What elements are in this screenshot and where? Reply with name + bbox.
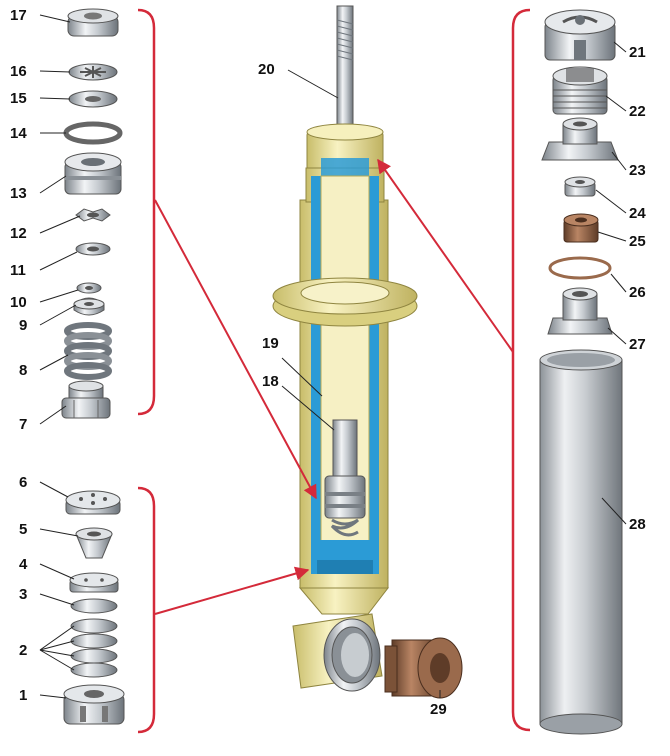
part-14-ring — [63, 121, 123, 145]
label-26: 26 — [629, 284, 646, 301]
label-9: 9 — [19, 317, 27, 334]
part-number-labels: 17 16 15 14 13 12 11 10 9 8 7 6 5 4 3 2 … — [10, 7, 646, 718]
shock-absorber-cutaway — [272, 5, 418, 692]
label-22: 22 — [629, 103, 646, 120]
label-15: 15 — [10, 90, 27, 107]
part-18-piston — [324, 419, 366, 537]
part-16-star-washer — [68, 63, 118, 81]
part-6-compression-valve-disc — [65, 490, 121, 515]
part-28-working-cylinder — [539, 349, 623, 735]
part-13-valve-body — [64, 152, 122, 195]
label-12: 12 — [10, 225, 27, 242]
label-2: 2 — [19, 642, 27, 659]
part-23-seal-holder — [541, 117, 619, 161]
part-21-reservoir-nut — [544, 9, 616, 61]
part-17-nut-cap — [67, 8, 119, 37]
arrow-lower-to-base-valve — [154, 566, 310, 615]
part-7-piston-nut — [61, 380, 111, 419]
part-15-washer — [68, 90, 118, 108]
label-14: 14 — [10, 125, 27, 142]
label-18: 18 — [262, 373, 279, 390]
right-parts — [539, 9, 623, 735]
label-19: 19 — [262, 335, 279, 352]
label-11: 11 — [10, 262, 26, 279]
label-24: 24 — [629, 205, 646, 222]
bracket-lower-left — [137, 486, 156, 734]
label-13: 13 — [10, 185, 27, 202]
label-28: 28 — [629, 516, 646, 533]
part-20-piston-rod — [336, 5, 354, 145]
lower-mounting-eye — [292, 613, 383, 692]
part-12-star-nut — [75, 208, 111, 222]
label-23: 23 — [629, 162, 646, 179]
part-22-threaded-guide — [552, 66, 608, 115]
label-7: 7 — [19, 416, 27, 433]
part-9-spring-cup — [73, 297, 105, 316]
part-10-small-ring — [76, 282, 102, 294]
label-25: 25 — [629, 233, 646, 250]
label-17: 17 — [10, 7, 27, 24]
arrow-upper-to-piston — [154, 199, 317, 500]
part-25-rod-guide-bushing — [563, 213, 599, 243]
left-bottom-parts — [63, 490, 125, 725]
arrow-right-to-top-cap — [377, 158, 514, 353]
label-21: 21 — [629, 44, 646, 61]
label-5: 5 — [19, 521, 27, 538]
part-1-valve-base — [63, 684, 125, 725]
part-24-rod-seal — [564, 176, 596, 197]
label-27: 27 — [629, 336, 646, 353]
part-29-rubber-bushing — [384, 637, 463, 699]
part-8-spring — [64, 322, 112, 380]
label-1: 1 — [19, 687, 27, 704]
label-20: 20 — [258, 61, 275, 78]
part-26-o-ring — [548, 256, 612, 280]
leader-lines — [39, 14, 627, 699]
part-2-valve-discs — [70, 618, 118, 678]
label-10: 10 — [10, 294, 27, 311]
label-8: 8 — [19, 362, 27, 379]
left-top-parts — [61, 8, 123, 419]
part-4-valve-plate — [69, 572, 119, 593]
part-5-valve-cone — [75, 527, 113, 559]
label-4: 4 — [19, 556, 28, 573]
label-29: 29 — [430, 701, 447, 718]
spring-seat-flange — [272, 277, 418, 327]
label-6: 6 — [19, 474, 27, 491]
label-16: 16 — [10, 63, 27, 80]
part-27-cylinder-guide — [547, 287, 613, 335]
label-3: 3 — [19, 586, 27, 603]
bracket-right — [511, 8, 531, 732]
bracket-upper-left — [137, 8, 156, 416]
part-11-washer — [75, 242, 111, 256]
part-3-thin-disc — [70, 598, 118, 614]
